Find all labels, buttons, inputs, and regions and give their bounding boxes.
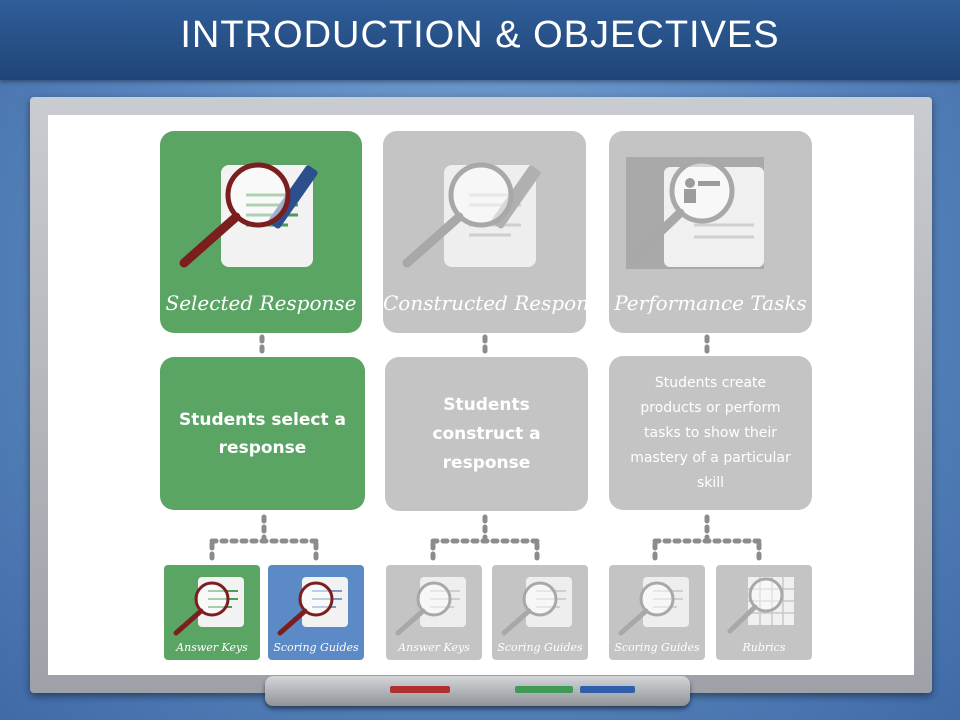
selected-answer-keys-label: Answer Keys bbox=[176, 641, 248, 654]
constructed-scoring-guides-tile[interactable]: Scoring Guides bbox=[492, 565, 588, 660]
page-title: INTRODUCTION & OBJECTIVES bbox=[180, 14, 780, 56]
selected-scoring-guides-tile[interactable]: Scoring Guides bbox=[268, 565, 364, 660]
magnifier-answer-sheet-icon bbox=[179, 162, 318, 268]
selected-scoring-guides-label: Scoring Guides bbox=[273, 641, 359, 654]
selected-answer-keys-tile[interactable]: Answer Keys bbox=[164, 565, 260, 660]
green-marker bbox=[515, 686, 573, 693]
performance-rubrics-label: Rubrics bbox=[742, 641, 786, 654]
scoring-guide-icon bbox=[618, 577, 689, 636]
selected-response-description: Students select a response bbox=[178, 409, 347, 458]
constructed-response-label: Constructed Response bbox=[383, 291, 612, 315]
constructed-response-description-box: Students construct a response bbox=[385, 357, 588, 511]
answer-key-icon bbox=[173, 577, 244, 636]
scoring-guide-icon bbox=[501, 577, 572, 636]
title-bar: INTRODUCTION & OBJECTIVES bbox=[0, 0, 960, 80]
constructed-response-tile[interactable]: Constructed Response bbox=[383, 131, 612, 333]
magnifier-pianist-icon bbox=[626, 157, 764, 269]
answer-key-icon bbox=[395, 577, 466, 636]
selected-response-label: Selected Response bbox=[165, 291, 357, 315]
performance-scoring-guides-tile[interactable]: Scoring Guides bbox=[609, 565, 705, 660]
selected-response-description-box: Students select a response bbox=[160, 357, 365, 510]
red-marker bbox=[390, 686, 450, 693]
constructed-answer-keys-tile[interactable]: Answer Keys bbox=[386, 565, 482, 660]
scoring-guide-icon bbox=[277, 577, 348, 636]
magnifier-document-icon bbox=[402, 162, 541, 268]
selected-response-tile[interactable]: Selected Response bbox=[160, 131, 362, 333]
performance-tasks-label: Performance Tasks bbox=[614, 291, 807, 315]
constructed-scoring-guides-label: Scoring Guides bbox=[497, 641, 583, 654]
performance-tasks-tile[interactable]: Performance Tasks bbox=[609, 131, 812, 333]
constructed-answer-keys-label: Answer Keys bbox=[398, 641, 470, 654]
performance-rubrics-tile[interactable]: Rubrics bbox=[716, 565, 812, 660]
blue-marker bbox=[580, 686, 635, 693]
constructed-response-description: Students construct a response bbox=[432, 394, 541, 473]
performance-tasks-description-box: Students create products or perform task… bbox=[609, 356, 812, 510]
performance-tasks-description: Students create products or perform task… bbox=[630, 374, 791, 491]
performance-scoring-guides-label: Scoring Guides bbox=[614, 641, 700, 654]
rubric-grid-icon bbox=[727, 577, 794, 634]
